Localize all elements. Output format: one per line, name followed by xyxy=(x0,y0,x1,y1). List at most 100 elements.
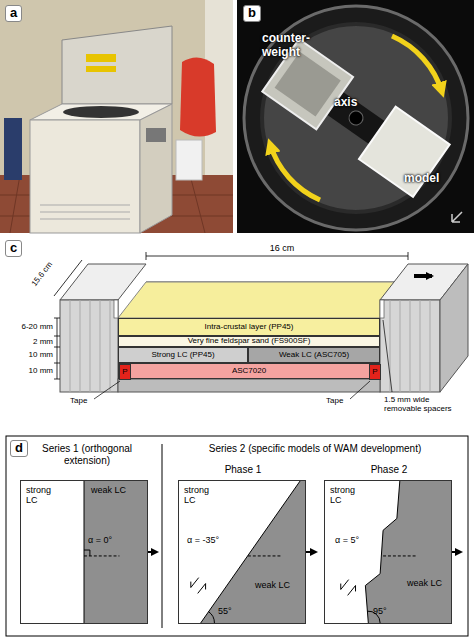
model-box xyxy=(380,300,384,318)
panel-letter: c xyxy=(5,240,22,257)
part-label: counter-weight xyxy=(262,32,326,60)
layer-name: P xyxy=(372,368,377,377)
centrifuge-photo xyxy=(0,0,233,233)
centrifuge-photo xyxy=(40,205,130,206)
boundary-shape xyxy=(21,481,147,623)
centrifuge-photo xyxy=(40,212,130,213)
layer-name: weak LC xyxy=(407,579,445,589)
dimension: 2 mm xyxy=(6,337,53,346)
centrifuge-photo xyxy=(86,66,116,72)
layer-name: strong LC xyxy=(26,486,64,506)
centrifuge-photo xyxy=(0,0,233,233)
centrifuge-photo xyxy=(190,175,205,233)
layer-band: Very fine feldspar sand (FS900SF) xyxy=(118,336,380,347)
boundary-shape xyxy=(341,580,356,596)
model-box xyxy=(420,300,421,392)
centrifuge-top-view xyxy=(359,107,450,197)
layer-name: P xyxy=(122,368,127,377)
model-box xyxy=(90,300,91,392)
boundary-shape xyxy=(248,555,281,556)
layer-name: Very fine feldspar sand (FS900SF) xyxy=(188,337,311,346)
layer-band: Intra-crustal layer (PP45) xyxy=(118,318,380,336)
model-box xyxy=(408,252,409,260)
dimension: 16 cm xyxy=(252,243,312,253)
series-heading: Series 2 (specific models of WAM develop… xyxy=(166,443,464,455)
panel-letter: d xyxy=(10,440,28,457)
model-box xyxy=(110,300,111,392)
panel-letter: b xyxy=(243,5,261,22)
model-box xyxy=(54,336,60,337)
centrifuge-top-view xyxy=(262,39,449,197)
centrifuge-photo xyxy=(140,104,172,233)
boundary-shape xyxy=(179,481,305,623)
boundary-shape xyxy=(209,612,215,623)
dimension: 15.6 cm xyxy=(30,260,55,288)
boundary-shape xyxy=(365,481,399,623)
boundary-shape xyxy=(325,481,451,623)
phase-heading: Phase 2 xyxy=(344,464,434,476)
model-box xyxy=(146,252,147,260)
series-frame xyxy=(452,551,461,553)
part-label: Tape xyxy=(326,396,343,405)
model-box xyxy=(94,381,120,399)
centrifuge-top-view xyxy=(270,144,320,200)
angle-label: α = 5° xyxy=(334,535,360,545)
model-box xyxy=(57,318,58,379)
model-box xyxy=(118,379,380,392)
series-heading: Series 1 (orthogonal extension) xyxy=(22,443,152,466)
centrifuge-photo xyxy=(180,57,216,136)
series-frame xyxy=(162,444,163,628)
centrifuge-top-view xyxy=(244,6,468,230)
layer-band: Weak LC (ASC705) xyxy=(248,347,380,363)
boundary-shape xyxy=(201,481,305,623)
angle-label: 95° xyxy=(373,606,387,616)
layer-band: Strong LC (PP45) xyxy=(118,347,248,363)
lc-map: strong LC weak LC xyxy=(20,480,148,624)
model-box xyxy=(100,300,101,392)
model-box xyxy=(54,318,60,319)
boundary-shape xyxy=(84,481,85,623)
series-frame xyxy=(306,551,316,553)
model-box xyxy=(146,256,408,257)
model-box xyxy=(60,300,118,392)
panel-letter: a xyxy=(5,5,22,22)
layer-name: Strong LC (PP45) xyxy=(151,351,214,360)
series-frame xyxy=(6,436,468,636)
model-box xyxy=(54,347,60,348)
model-box xyxy=(54,379,60,380)
layer-name: weak LC xyxy=(255,581,293,591)
angle-label: α = 0° xyxy=(88,535,112,545)
model-box xyxy=(60,264,146,300)
centrifuge-photo xyxy=(10,175,20,233)
centrifuge-photo xyxy=(40,219,130,220)
model-box xyxy=(400,300,401,392)
phase-heading: Phase 1 xyxy=(198,464,288,476)
series-frame xyxy=(6,436,468,636)
layer-name: Intra-crustal layer (PP45) xyxy=(205,323,294,332)
boundary-shape xyxy=(84,550,90,556)
model-box xyxy=(383,320,392,392)
layer-band: ASC7020PP xyxy=(118,363,380,379)
model-box xyxy=(410,300,411,392)
boundary-shape xyxy=(84,481,147,623)
centrifuge-top-view xyxy=(262,24,450,212)
series-frame xyxy=(148,551,157,553)
centrifuge-photo xyxy=(30,120,140,233)
layer-name: weak LC xyxy=(91,486,129,496)
centrifuge-top-view xyxy=(346,108,365,127)
model-box xyxy=(430,300,431,392)
lc-map: strong LCweak LC xyxy=(324,480,452,624)
boundary-shape xyxy=(201,481,300,623)
part-label: axis xyxy=(334,96,357,110)
angle-label: 55° xyxy=(218,606,232,616)
boundary-shape xyxy=(365,481,451,623)
model-box xyxy=(350,381,370,399)
dimension: 6-20 mm xyxy=(6,322,53,331)
centrifuge-top-view xyxy=(452,212,462,222)
part-label: model xyxy=(404,172,439,186)
part-label: 1.5 mm wide removable spacers xyxy=(384,395,468,413)
angle-label: α = -35° xyxy=(186,535,220,545)
part-label: Tape xyxy=(70,396,87,405)
layer-band: P xyxy=(119,364,131,380)
